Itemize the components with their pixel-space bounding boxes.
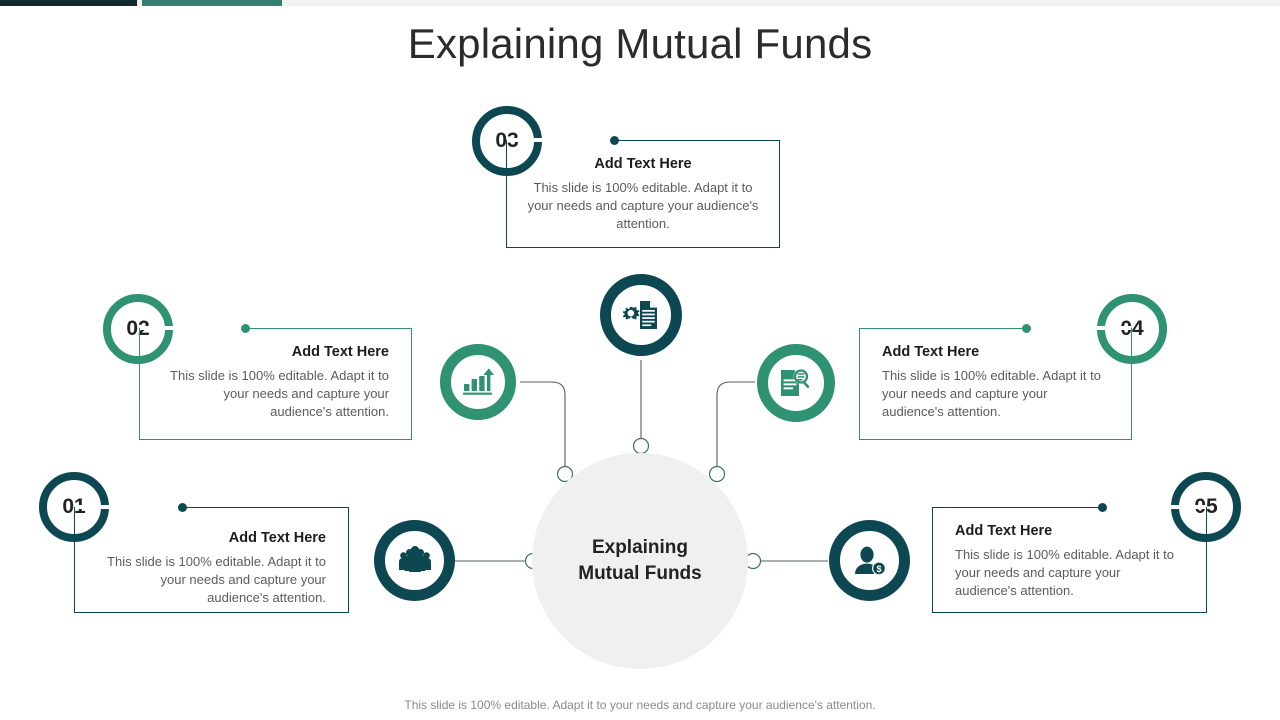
- callout-knob-4: [1022, 324, 1031, 333]
- callout-border-mask-5: [1102, 505, 1206, 509]
- top-accent-segment-dark: [0, 0, 137, 6]
- growth-chart-icon: [462, 367, 494, 397]
- callout-step-2[interactable]: Add Text Here This slide is 100% editabl…: [139, 328, 412, 440]
- document-gear-icon: [623, 299, 659, 331]
- callout-step-4[interactable]: Add Text Here This slide is 100% editabl…: [859, 328, 1132, 440]
- people-group-icon: [398, 545, 432, 576]
- icon-ring-step-5[interactable]: $: [829, 520, 910, 601]
- callout-headline-2: Add Text Here: [291, 344, 389, 360]
- callout-knob-2: [241, 324, 250, 333]
- callout-body-4: This slide is 100% editable. Adapt it to…: [882, 368, 1101, 419]
- callout-border-mask-1: [75, 505, 182, 509]
- document-search-icon: [779, 367, 813, 399]
- icon-ring-step-1[interactable]: [374, 520, 455, 601]
- icon-ring-step-2[interactable]: [440, 344, 516, 420]
- callout-body-2: This slide is 100% editable. Adapt it to…: [170, 368, 389, 419]
- callout-headline-1: Add Text Here: [228, 530, 326, 546]
- callout-border-mask-3: [507, 138, 614, 142]
- step-number-label-2: 02: [126, 317, 150, 340]
- callout-body-5: This slide is 100% editable. Adapt it to…: [955, 547, 1174, 598]
- callout-headline-5: Add Text Here: [955, 523, 1053, 539]
- step-number-label-1: 01: [62, 495, 86, 518]
- footer-note: This slide is 100% editable. Adapt it to…: [404, 698, 876, 712]
- callout-step-1[interactable]: Add Text Here This slide is 100% editabl…: [74, 507, 349, 613]
- callout-knob-1: [178, 503, 187, 512]
- callout-border-mask-2: [140, 326, 245, 330]
- callout-step-5[interactable]: Add Text Here This slide is 100% editabl…: [932, 507, 1207, 613]
- top-accent-segment-green: [142, 0, 282, 6]
- top-accent-bar: [0, 0, 1280, 6]
- person-money-icon: $: [853, 545, 887, 577]
- callout-knob-3: [610, 136, 619, 145]
- center-hub-label: Explaining Mutual Funds: [578, 537, 702, 584]
- callout-headline-4: Add Text Here: [882, 344, 980, 360]
- callout-body-1: This slide is 100% editable. Adapt it to…: [107, 554, 326, 605]
- icon-ring-step-3[interactable]: [600, 274, 682, 356]
- callout-knob-5: [1098, 503, 1107, 512]
- callout-border-mask-4: [1026, 326, 1131, 330]
- icon-ring-step-4[interactable]: [757, 344, 835, 422]
- callout-body-3: This slide is 100% editable. Adapt it to…: [527, 180, 759, 231]
- center-hub: [532, 453, 748, 669]
- callout-step-3[interactable]: Add Text Here This slide is 100% editabl…: [506, 140, 780, 248]
- page-title: Explaining Mutual Funds: [407, 20, 873, 67]
- callout-headline-3: Add Text Here: [594, 156, 692, 172]
- svg-text:$: $: [876, 564, 881, 574]
